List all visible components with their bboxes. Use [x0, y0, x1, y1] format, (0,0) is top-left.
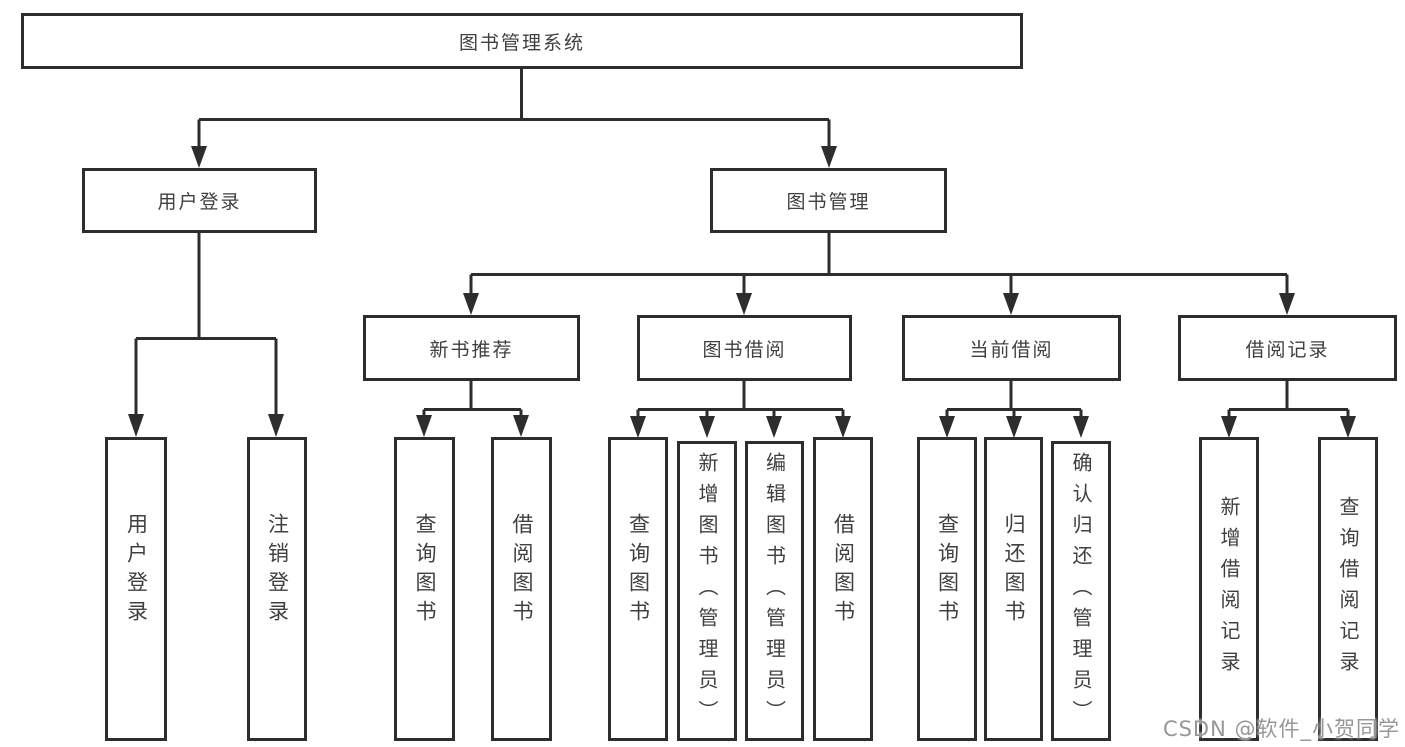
leaf-edit-book-admin: 编辑图书（管理员）	[745, 441, 804, 741]
leaf-add-book-admin: 新增图书（管理员）	[677, 441, 737, 741]
node-current-borrow: 当前借阅	[902, 315, 1121, 381]
node-borrow-record: 借阅记录	[1178, 315, 1397, 381]
leaf-query-book-recommend: 查询图书	[394, 437, 455, 741]
watermark: CSDN @软件_小贺同学	[1162, 717, 1400, 741]
leaf-add-borrow-record: 新增借阅记录	[1199, 437, 1259, 741]
leaf-borrow-book-recommend-label: 借阅图书	[510, 513, 534, 629]
node-book-borrow: 图书借阅	[637, 315, 852, 381]
leaf-add-borrow-record-label: 新增借阅记录	[1217, 496, 1241, 682]
node-root: 图书管理系统	[21, 13, 1023, 69]
node-borrow-record-label: 借阅记录	[1245, 338, 1330, 361]
node-new-book-recommend-label: 新书推荐	[429, 338, 514, 361]
leaf-borrow-book: 借阅图书	[813, 437, 873, 741]
leaf-query-borrow-record-label: 查询借阅记录	[1336, 496, 1360, 682]
leaf-add-book-admin-label: 新增图书（管理员）	[695, 451, 719, 731]
leaf-query-book-recommend-label: 查询图书	[413, 513, 437, 629]
leaf-logout: 注销登录	[247, 437, 307, 741]
leaf-confirm-return-admin-label: 确认归还（管理员）	[1069, 451, 1093, 731]
leaf-return-book-label: 归还图书	[1002, 513, 1026, 629]
node-book-management-label: 图书管理	[786, 191, 871, 213]
leaf-edit-book-admin-label: 编辑图书（管理员）	[762, 451, 787, 731]
node-user-login: 用户登录	[82, 168, 317, 233]
node-current-borrow-label: 当前借阅	[969, 338, 1054, 361]
leaf-user-login: 用户登录	[105, 437, 167, 741]
node-book-management: 图书管理	[710, 168, 947, 233]
leaf-query-borrow-record: 查询借阅记录	[1318, 437, 1378, 741]
leaf-logout-label: 注销登录	[265, 513, 290, 629]
leaf-return-book: 归还图书	[984, 437, 1043, 741]
leaf-borrow-book-label: 借阅图书	[831, 513, 856, 629]
leaf-borrow-book-recommend: 借阅图书	[491, 437, 552, 741]
node-user-login-label: 用户登录	[157, 191, 242, 213]
leaf-query-book-current-label: 查询图书	[935, 513, 960, 629]
node-new-book-recommend: 新书推荐	[363, 315, 580, 381]
leaf-query-book-borrow: 查询图书	[608, 437, 668, 741]
leaf-query-book-current: 查询图书	[917, 437, 977, 741]
node-book-borrow-label: 图书借阅	[702, 338, 787, 361]
leaf-query-book-borrow-label: 查询图书	[626, 513, 651, 629]
node-root-label: 图书管理系统	[458, 31, 585, 54]
leaf-user-login-label: 用户登录	[124, 513, 149, 629]
leaf-confirm-return-admin: 确认归还（管理员）	[1051, 441, 1111, 741]
